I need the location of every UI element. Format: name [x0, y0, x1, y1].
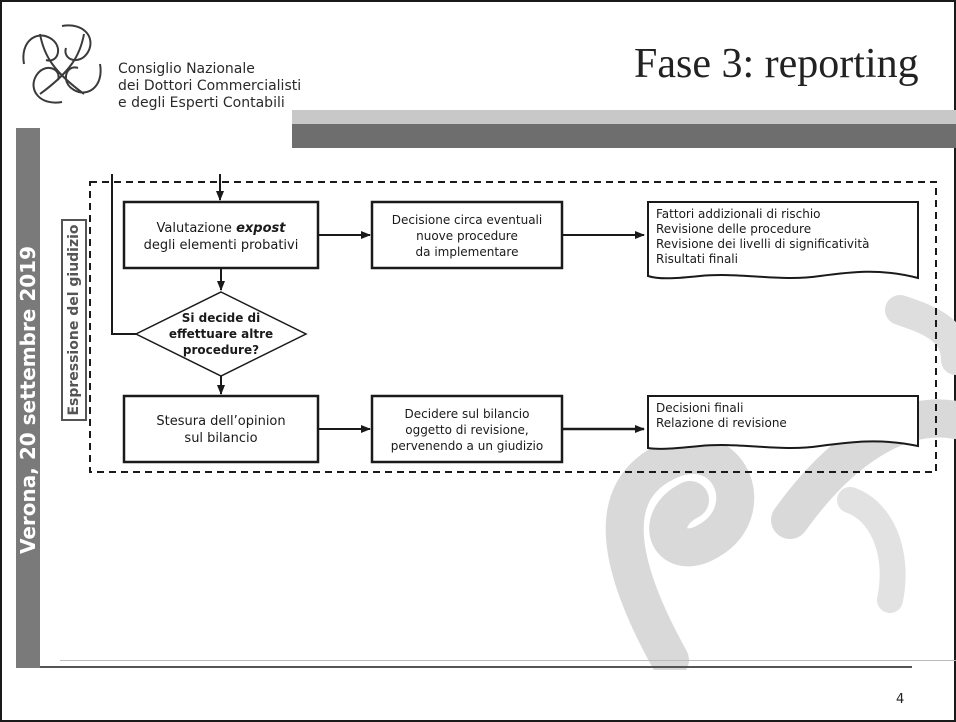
dashed-container: [89, 181, 937, 473]
footer-divider: [40, 666, 912, 668]
decision-text: Si decide di: [182, 311, 261, 325]
process-box-text: Decidere sul bilancio: [405, 407, 530, 421]
process-box-stesura: [122, 394, 320, 464]
process-box-text: Stesura dell’opinion: [156, 414, 285, 429]
process-box-text: nuove procedure: [416, 229, 518, 243]
document-text: Risultati finali: [656, 252, 738, 266]
process-box-text: da implementare: [416, 245, 519, 259]
document-shape-decisioni: [647, 395, 919, 450]
organization-name: Consiglio Nazionale dei Dottori Commerci…: [118, 61, 301, 112]
process-box-text: sul bilancio: [184, 431, 257, 446]
loop-back-line: [111, 174, 136, 335]
organization-name-line: e degli Esperti Contabili: [118, 95, 285, 111]
organization-name-line: Consiglio Nazionale: [118, 61, 255, 77]
section-label: Espressione del giudizio: [66, 224, 82, 415]
document-text: Fattori addizionali di rischio: [656, 207, 821, 221]
document-text: Decisioni finali: [656, 401, 743, 415]
document-text: Relazione di revisione: [656, 416, 787, 430]
process-box-text: degli elementi probativi: [144, 238, 299, 253]
header-bar: [292, 124, 956, 148]
process-box-text: oggetto di revisione,: [405, 423, 529, 437]
organization-name-line: dei Dottori Commercialisti: [118, 78, 302, 94]
header-bar-shadow: [292, 110, 956, 124]
slide-title: Fase 3: reporting: [634, 41, 919, 87]
process-box-decidere: [370, 394, 564, 464]
document-text: Revisione dei livelli di significatività: [656, 237, 869, 251]
organization-logo-icon: [22, 24, 102, 104]
footer-divider-light: [60, 660, 956, 661]
process-box-text: pervenendo a un giudizio: [391, 439, 543, 453]
side-bar: [16, 128, 40, 668]
page-number: 4: [896, 692, 905, 707]
process-box-valutazione: [122, 200, 320, 270]
decision-text: procedure?: [183, 343, 259, 357]
document-shape-fattori: [647, 201, 919, 280]
decision-text: effettuare altre: [169, 327, 273, 341]
document-text: Revisione delle procedure: [656, 222, 811, 236]
process-box-text: Decisione circa eventuali: [392, 213, 542, 227]
section-label-box: [61, 219, 87, 421]
process-box-text: Valutazione expost: [157, 221, 287, 236]
event-date-label: Verona, 20 settembre 2019: [16, 245, 40, 555]
flowchart-diagram: Espressione del giudizio Valutazione exp…: [61, 174, 937, 473]
